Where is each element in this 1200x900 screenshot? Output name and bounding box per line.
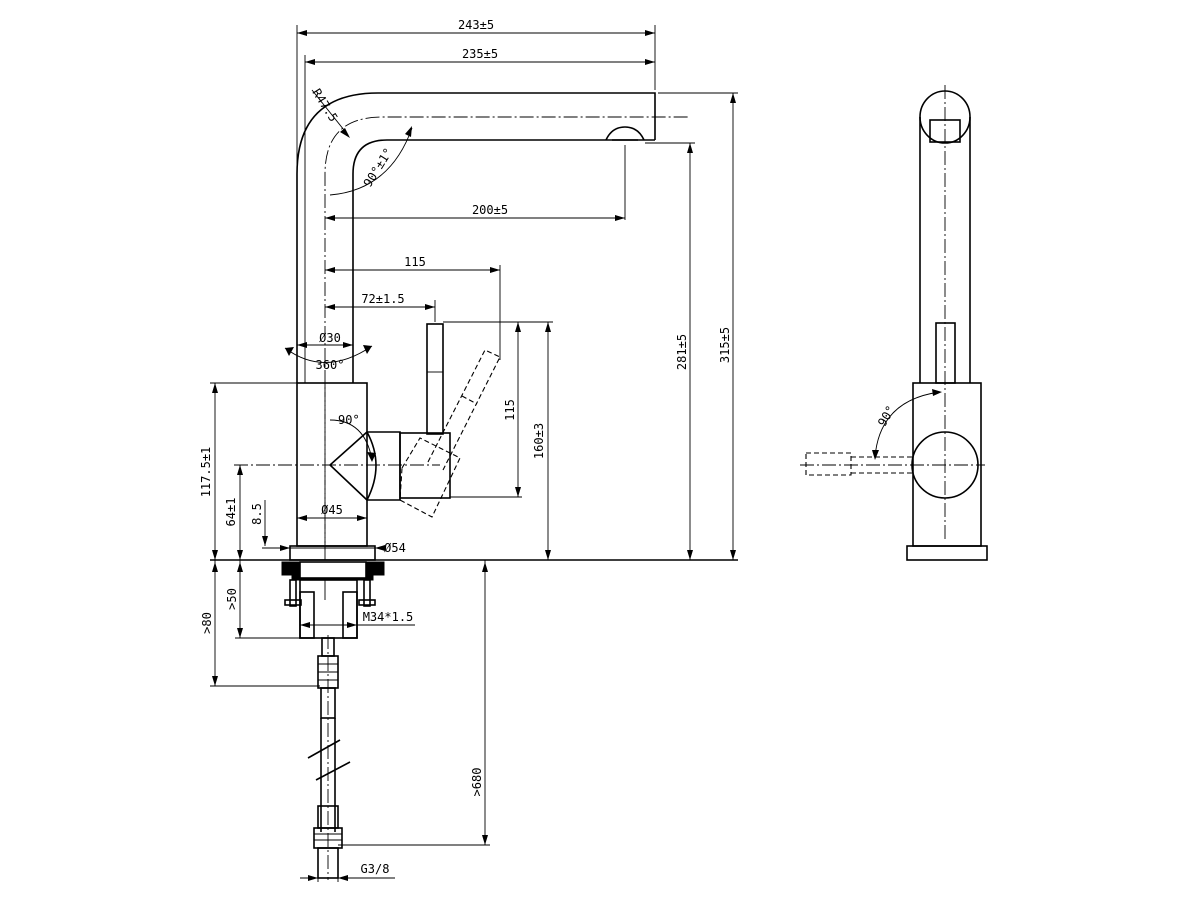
label-thread: M34*1.5 <box>363 610 414 624</box>
lever-arm <box>426 323 444 435</box>
label-total-height: 315±5 <box>718 327 732 363</box>
label-spout-reach: 235±5 <box>462 47 498 61</box>
label-handle-height: 160±3 <box>532 423 546 459</box>
dimension-labels: 243±5 235±5 R47.5 90°±1° 200±5 115 72±1.… <box>199 18 898 876</box>
label-aerator-reach: 200±5 <box>472 203 508 217</box>
label-handle-travel: 115 <box>503 399 517 421</box>
label-body-height: 117.5±1 <box>199 447 213 498</box>
label-lever-height: 64±1 <box>224 498 238 527</box>
spout-centerline <box>324 116 690 560</box>
label-overall-reach: 243±5 <box>458 18 494 32</box>
lever-rotated-hidden <box>399 349 501 518</box>
spout-inner-contour <box>352 139 655 383</box>
label-lever-angle: 90° <box>338 413 360 427</box>
label-side-lever-angle: 90° <box>875 403 898 429</box>
swivel-arrow <box>284 345 373 363</box>
label-base-diameter: Ø54 <box>384 541 406 555</box>
label-shank-depth: >80 <box>200 612 214 634</box>
label-spout-radius: R47.5 <box>309 86 340 124</box>
label-handle-offset: 72±1.5 <box>361 292 404 306</box>
label-hose-length: >680 <box>470 768 484 797</box>
side-view <box>800 85 988 561</box>
label-body-diameter: Ø45 <box>321 503 343 517</box>
body <box>296 382 368 547</box>
spout-outer-contour <box>296 92 656 383</box>
mounting-bolts <box>284 579 376 607</box>
lever-joint <box>399 432 451 499</box>
shank <box>299 579 358 639</box>
label-outlet-height: 281±5 <box>675 334 689 370</box>
label-hose-connection: G3/8 <box>361 862 390 876</box>
label-spout-angle: 90°±1° <box>361 145 396 189</box>
dimension-lines <box>210 25 738 882</box>
label-base-height: 8.5 <box>250 503 264 525</box>
hose <box>307 635 351 880</box>
label-swivel: 360° <box>316 358 345 372</box>
lever-hub-curve <box>366 431 377 501</box>
lever-cone <box>328 431 368 501</box>
label-shank-length: >50 <box>225 588 239 610</box>
label-tube-diameter: Ø30 <box>319 331 341 345</box>
aerator <box>605 126 645 141</box>
front-view <box>210 92 738 880</box>
label-handle-reach: 115 <box>404 255 426 269</box>
